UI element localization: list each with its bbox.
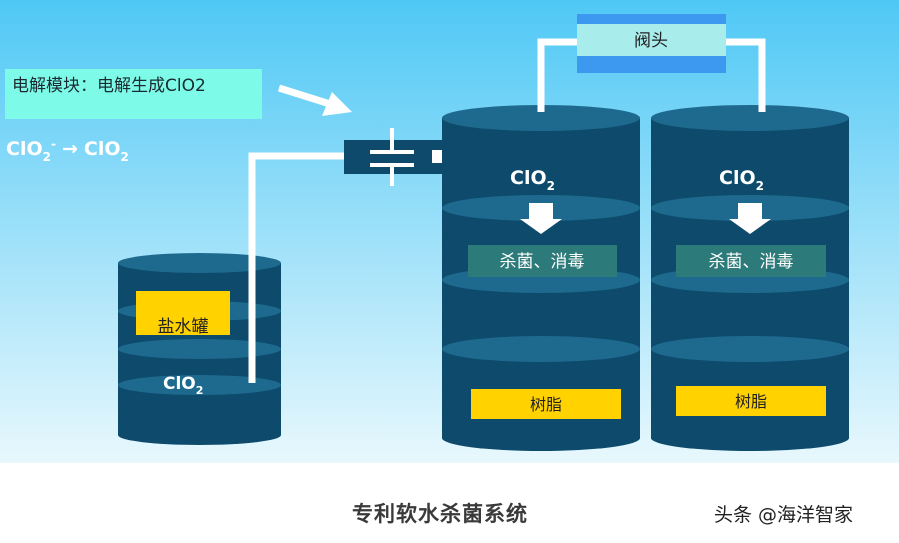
left-down-arrow-icon (520, 203, 562, 234)
right-clo2-main: ClO (719, 167, 756, 189)
figure-caption: 专利软水杀菌系统 (352, 502, 528, 526)
reaction-right-sub: 2 (120, 150, 128, 164)
right-down-arrow-icon (729, 203, 771, 234)
brine-tank-ring (118, 339, 281, 359)
reaction-left-sub: 2 (43, 150, 51, 164)
brine-content-sub: 2 (196, 384, 204, 397)
reaction-right-main: ClO (84, 138, 121, 160)
reaction-left-sup: - (51, 137, 56, 151)
brine-tank-label: 盐水罐 (158, 317, 209, 337)
left-tank-ring (442, 336, 640, 362)
right-resin-box (676, 386, 826, 416)
reaction-arrow: → (62, 138, 78, 160)
right-tank-clo2: ClO2 (719, 167, 764, 193)
module-label: 电解模块：电解生成ClO2 (12, 76, 206, 96)
left-tank-top (442, 105, 640, 131)
right-tank-ring (651, 336, 849, 362)
brine-tank-ring (118, 375, 281, 395)
left-resin-box (471, 389, 621, 419)
left-tank-clo2: ClO2 (510, 167, 555, 193)
right-resin-label: 树脂 (735, 392, 767, 411)
valve-pipe-left (537, 38, 578, 112)
left-process-box (468, 245, 617, 277)
right-tank (651, 105, 849, 451)
diagonal-arrow-icon (277, 84, 352, 116)
left-resin-label: 树脂 (530, 395, 562, 414)
left-clo2-main: ClO (510, 167, 547, 189)
valve-label: 阀头 (634, 31, 668, 51)
left-clo2-sub: 2 (547, 179, 555, 193)
brine-tank-content: ClO2 (163, 374, 203, 397)
brine-tank-label-box (136, 291, 230, 335)
brine-feed-pipe (248, 152, 344, 383)
brine-tank (118, 253, 281, 445)
valve-pipe-right (724, 38, 766, 112)
right-process-label: 杀菌、消毒 (709, 252, 794, 272)
module-label-box (5, 69, 262, 119)
right-clo2-sub: 2 (756, 179, 764, 193)
right-process-box (676, 245, 826, 277)
brine-content-main: ClO (163, 374, 196, 394)
right-tank-top (651, 105, 849, 131)
reaction-left-main: ClO (6, 138, 43, 160)
valve-head (577, 14, 726, 73)
reaction-equation: ClO2-→ClO2 (6, 137, 129, 164)
brine-tank-top (118, 253, 281, 273)
left-tank (442, 105, 640, 451)
electrolysis-module (344, 128, 446, 186)
left-process-label: 杀菌、消毒 (500, 252, 585, 272)
watermark: 头条 @海洋智家 (714, 504, 854, 526)
